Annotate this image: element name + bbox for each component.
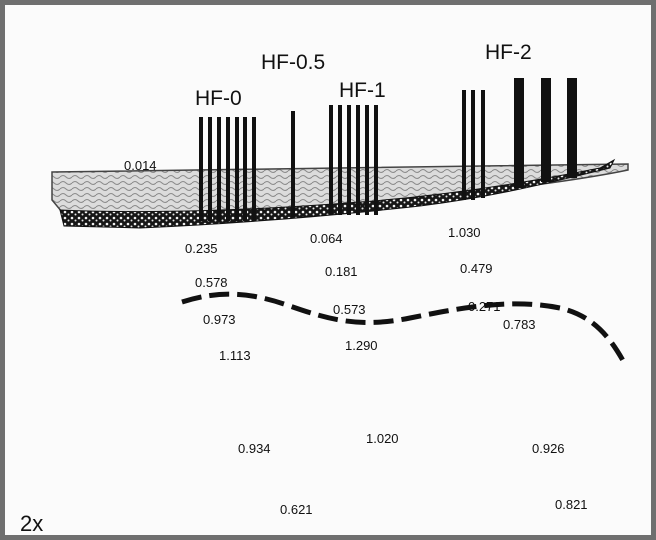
value-label: 0.235 xyxy=(185,241,218,256)
value-label: 0.578 xyxy=(195,275,228,290)
cross-section-diagram xyxy=(51,78,629,368)
value-label: 0.926 xyxy=(532,441,565,456)
value-label: 0.181 xyxy=(325,264,358,279)
value-label: 1.113 xyxy=(219,348,251,363)
value-label: 1.020 xyxy=(366,431,399,446)
value-label: 0.064 xyxy=(310,231,343,246)
label-hf-2: HF-2 xyxy=(485,41,532,64)
scale-label: 2x xyxy=(20,511,44,536)
value-label: 0.479 xyxy=(460,261,493,276)
value-label: 0.821 xyxy=(555,497,588,512)
value-label: 1.290 xyxy=(345,338,378,353)
value-label: 0.014 xyxy=(124,158,157,173)
value-label: 0.973 xyxy=(203,312,236,327)
label-hf-0-5: HF-0.5 xyxy=(261,51,326,74)
value-label: 0.573 xyxy=(333,302,366,317)
label-hf-0: HF-0 xyxy=(195,87,242,110)
value-label: 0.621 xyxy=(280,502,313,517)
hf2-bars xyxy=(462,78,577,200)
value-label: 0.271 xyxy=(468,299,501,314)
value-label: 0.934 xyxy=(238,441,271,456)
value-label: 0.783 xyxy=(503,317,536,332)
hf1-bars xyxy=(329,105,378,215)
label-hf-1: HF-1 xyxy=(339,79,386,102)
dashed-curve xyxy=(181,291,629,368)
value-label: 1.030 xyxy=(448,225,481,240)
hf05-bars xyxy=(291,111,295,217)
hf0-bars xyxy=(199,117,256,221)
